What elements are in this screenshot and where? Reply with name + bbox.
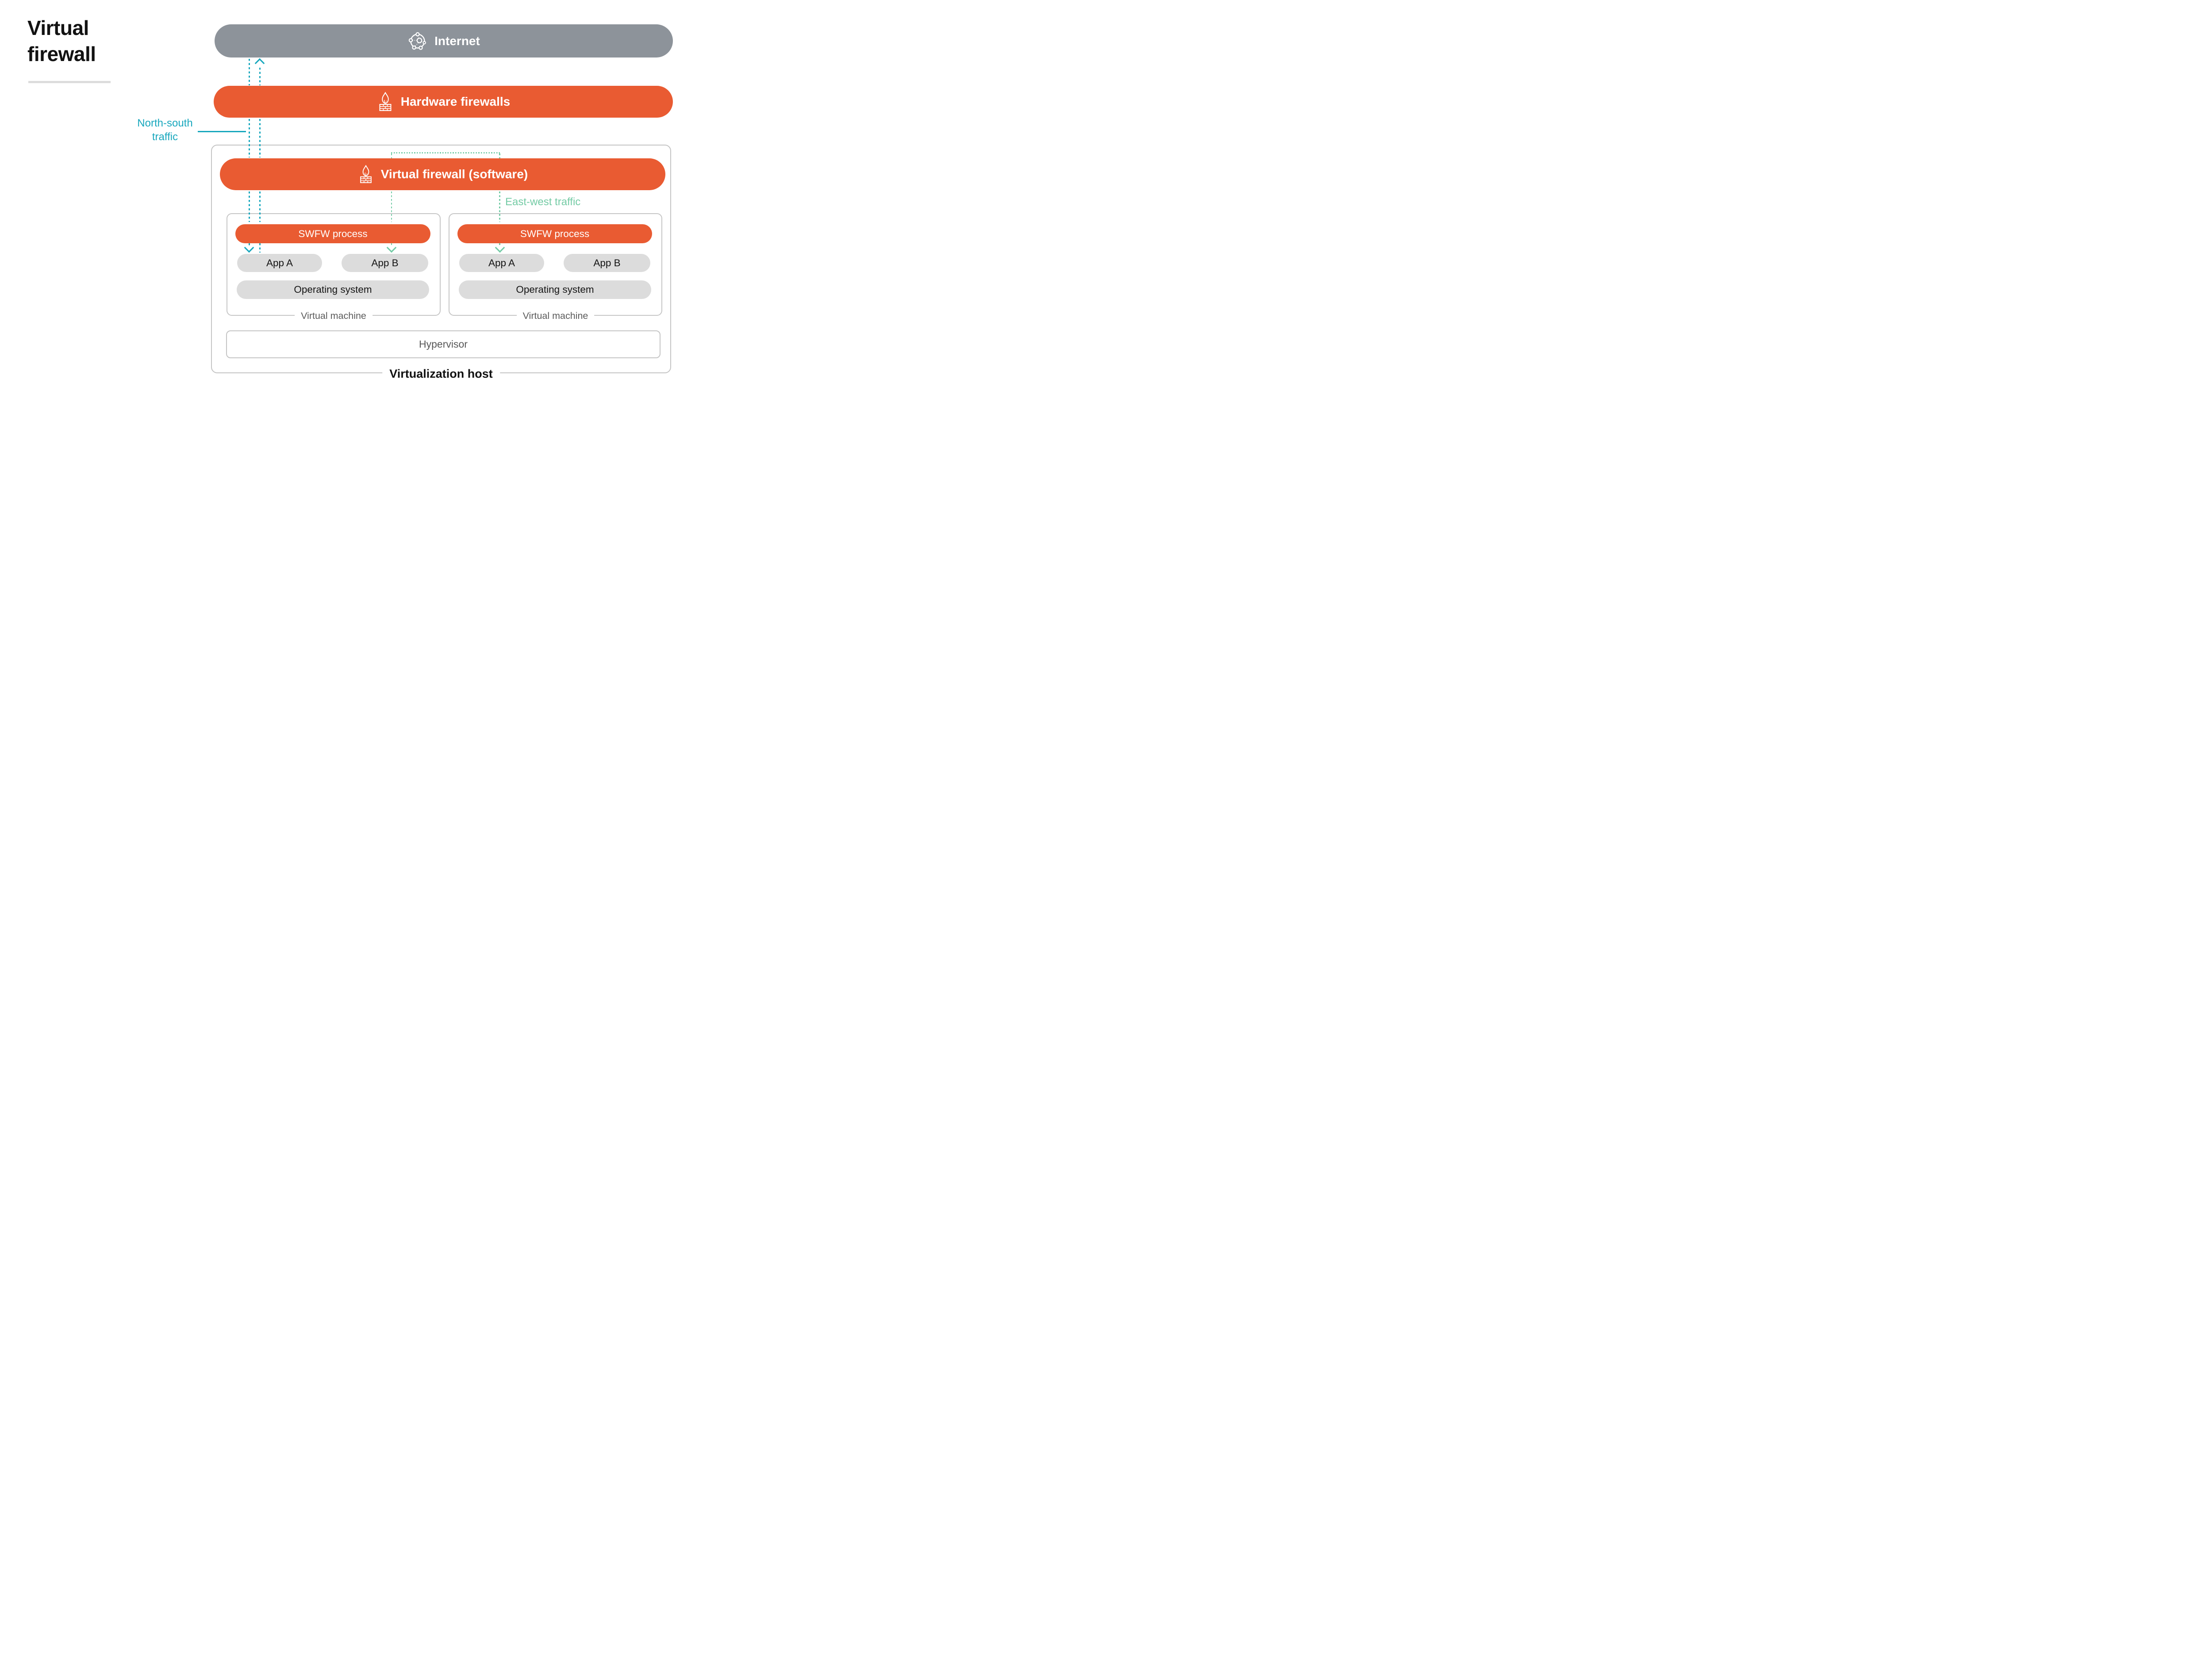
east-west-dotted-line xyxy=(391,243,392,245)
virtual-machine-1-box: SWFW process App A App B Operating syste… xyxy=(227,213,441,322)
operating-system-pill: Operating system xyxy=(237,280,429,299)
virtual-machine-caption: Virtual machine xyxy=(295,310,373,322)
north-south-dashed-line xyxy=(259,243,261,253)
virtual-firewall-label: Virtual firewall (software) xyxy=(380,167,528,181)
north-south-dashed-line xyxy=(248,243,250,245)
north-south-dashed-line xyxy=(259,119,261,157)
app-a-pill: App A xyxy=(237,254,322,272)
title-underline xyxy=(28,81,111,83)
virtualization-host-caption: Virtualization host xyxy=(382,367,500,381)
north-south-traffic-label: North-south traffic xyxy=(137,117,193,143)
app-b-pill: App B xyxy=(564,254,650,272)
north-south-dashed-line xyxy=(259,68,261,85)
operating-system-pill: Operating system xyxy=(459,280,651,299)
virtual-firewall-diagram: Virtual firewall Internet xyxy=(0,0,693,390)
north-south-dashed-line xyxy=(248,59,250,85)
globe-network-icon xyxy=(407,31,428,51)
east-west-dotted-line xyxy=(391,153,392,158)
app-b-pill: App B xyxy=(342,254,428,272)
virtual-firewall-bar: Virtual firewall (software) xyxy=(220,158,665,190)
virtualization-host-box: Virtualization host xyxy=(211,145,671,381)
firewall-brick-flame-icon xyxy=(357,165,374,184)
firewall-brick-flame-icon xyxy=(376,92,394,111)
east-west-dotted-line xyxy=(499,153,500,158)
east-west-dotted-line xyxy=(391,192,392,222)
virtual-machine-caption: Virtual machine xyxy=(516,310,595,322)
north-south-pointer-line xyxy=(198,131,246,132)
east-west-traffic-label: East-west traffic xyxy=(505,196,581,208)
east-west-dotted-line xyxy=(499,192,500,222)
arrow-up-icon xyxy=(254,58,265,69)
hypervisor-box: Hypervisor xyxy=(226,330,661,358)
swfw-process-bar: SWFW process xyxy=(235,224,430,243)
hardware-firewalls-label: Hardware firewalls xyxy=(400,95,511,108)
east-west-dotted-line xyxy=(499,243,500,245)
hardware-firewalls-bar: Hardware firewalls xyxy=(214,86,673,118)
internet-bar: Internet xyxy=(215,24,673,57)
internet-label: Internet xyxy=(434,34,480,48)
page-title-line1: Virtual xyxy=(27,16,89,39)
page-title-line2: firewall xyxy=(27,42,96,65)
swfw-process-bar: SWFW process xyxy=(457,224,652,243)
virtual-machine-2-box: SWFW process App A App B Operating syste… xyxy=(449,213,662,322)
east-west-dotted-line xyxy=(391,152,500,153)
north-south-dashed-line xyxy=(248,119,250,157)
page-title: Virtual firewall xyxy=(27,15,96,67)
north-south-dashed-line xyxy=(259,192,261,222)
app-a-pill: App A xyxy=(459,254,544,272)
north-south-dashed-line xyxy=(248,192,250,222)
